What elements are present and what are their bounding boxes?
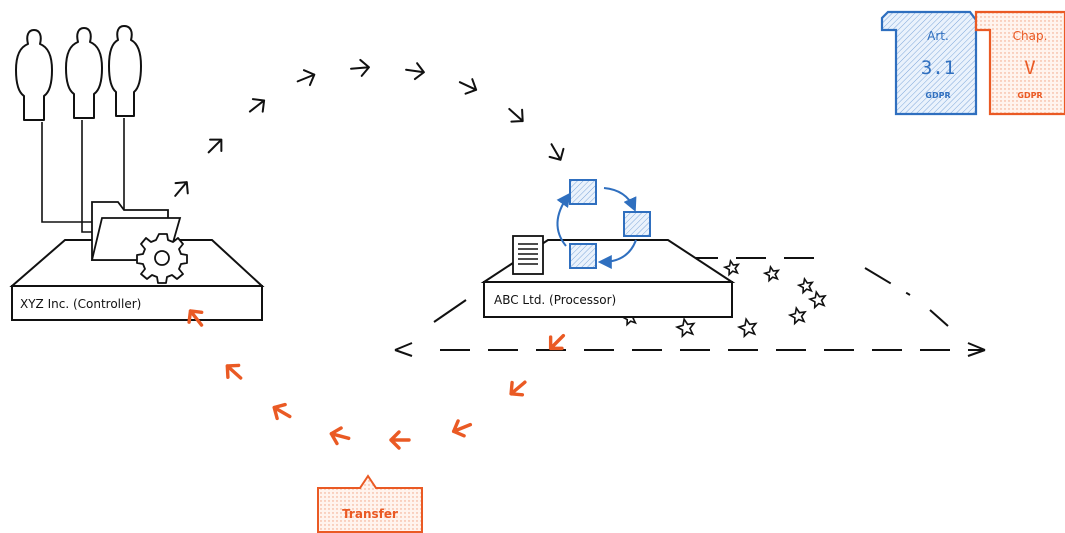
article-line2: 3.1: [921, 57, 955, 79]
arrow-icon: [203, 134, 227, 158]
data-subjects: [16, 26, 146, 232]
star-icon: [724, 260, 740, 276]
person-icon: [109, 26, 141, 116]
arrow-icon: [504, 103, 528, 127]
chapter-line3: GDPR: [1017, 91, 1042, 100]
flow-arrows-to-processor: [169, 59, 567, 201]
arrow-icon: [245, 94, 269, 118]
arrow-icon: [270, 401, 294, 424]
star-icon: [738, 317, 758, 336]
star-icon: [764, 266, 780, 282]
gdpr-article-tag: Art. 3.1 GDPR: [882, 12, 976, 114]
transfer-tag: Transfer: [318, 476, 422, 532]
chapter-line1: Chap.: [1013, 29, 1048, 43]
star-icon: [789, 306, 807, 324]
gdpr-chapter-tag: Chap. V GDPR: [976, 12, 1065, 114]
transfer-arrows: [184, 306, 569, 448]
arrow-icon: [405, 62, 425, 80]
controller-label: XYZ Inc. (Controller): [20, 297, 141, 311]
cycle-arrow-icon: [604, 188, 634, 208]
data-block-icon: [624, 212, 650, 236]
cycle-arrow-icon: [557, 196, 568, 246]
chapter-line2: V: [1024, 57, 1035, 79]
arrow-icon: [456, 75, 479, 97]
article-line3: GDPR: [925, 91, 950, 100]
star-icon: [798, 278, 814, 294]
person-icon: [16, 30, 52, 120]
arrow-icon: [295, 67, 318, 89]
gear-icon: [137, 234, 187, 283]
star-icon: [676, 317, 696, 336]
data-block-icon: [570, 244, 596, 268]
arrow-icon: [222, 360, 246, 384]
arrow-icon: [350, 59, 369, 77]
arrow-icon: [545, 140, 568, 164]
person-icon: [66, 28, 102, 118]
arrow-icon: [329, 426, 351, 446]
arrow-icon: [506, 376, 530, 400]
document-icon: [513, 236, 543, 274]
star-icon: [809, 290, 827, 308]
arrow-icon: [169, 177, 193, 201]
processor-label: ABC Ltd. (Processor): [494, 293, 616, 307]
arrow-icon: [451, 417, 474, 439]
article-line1: Art.: [927, 29, 949, 43]
arrow-icon: [391, 432, 409, 448]
data-block-icon: [570, 180, 596, 204]
transfer-label: Transfer: [342, 507, 398, 521]
